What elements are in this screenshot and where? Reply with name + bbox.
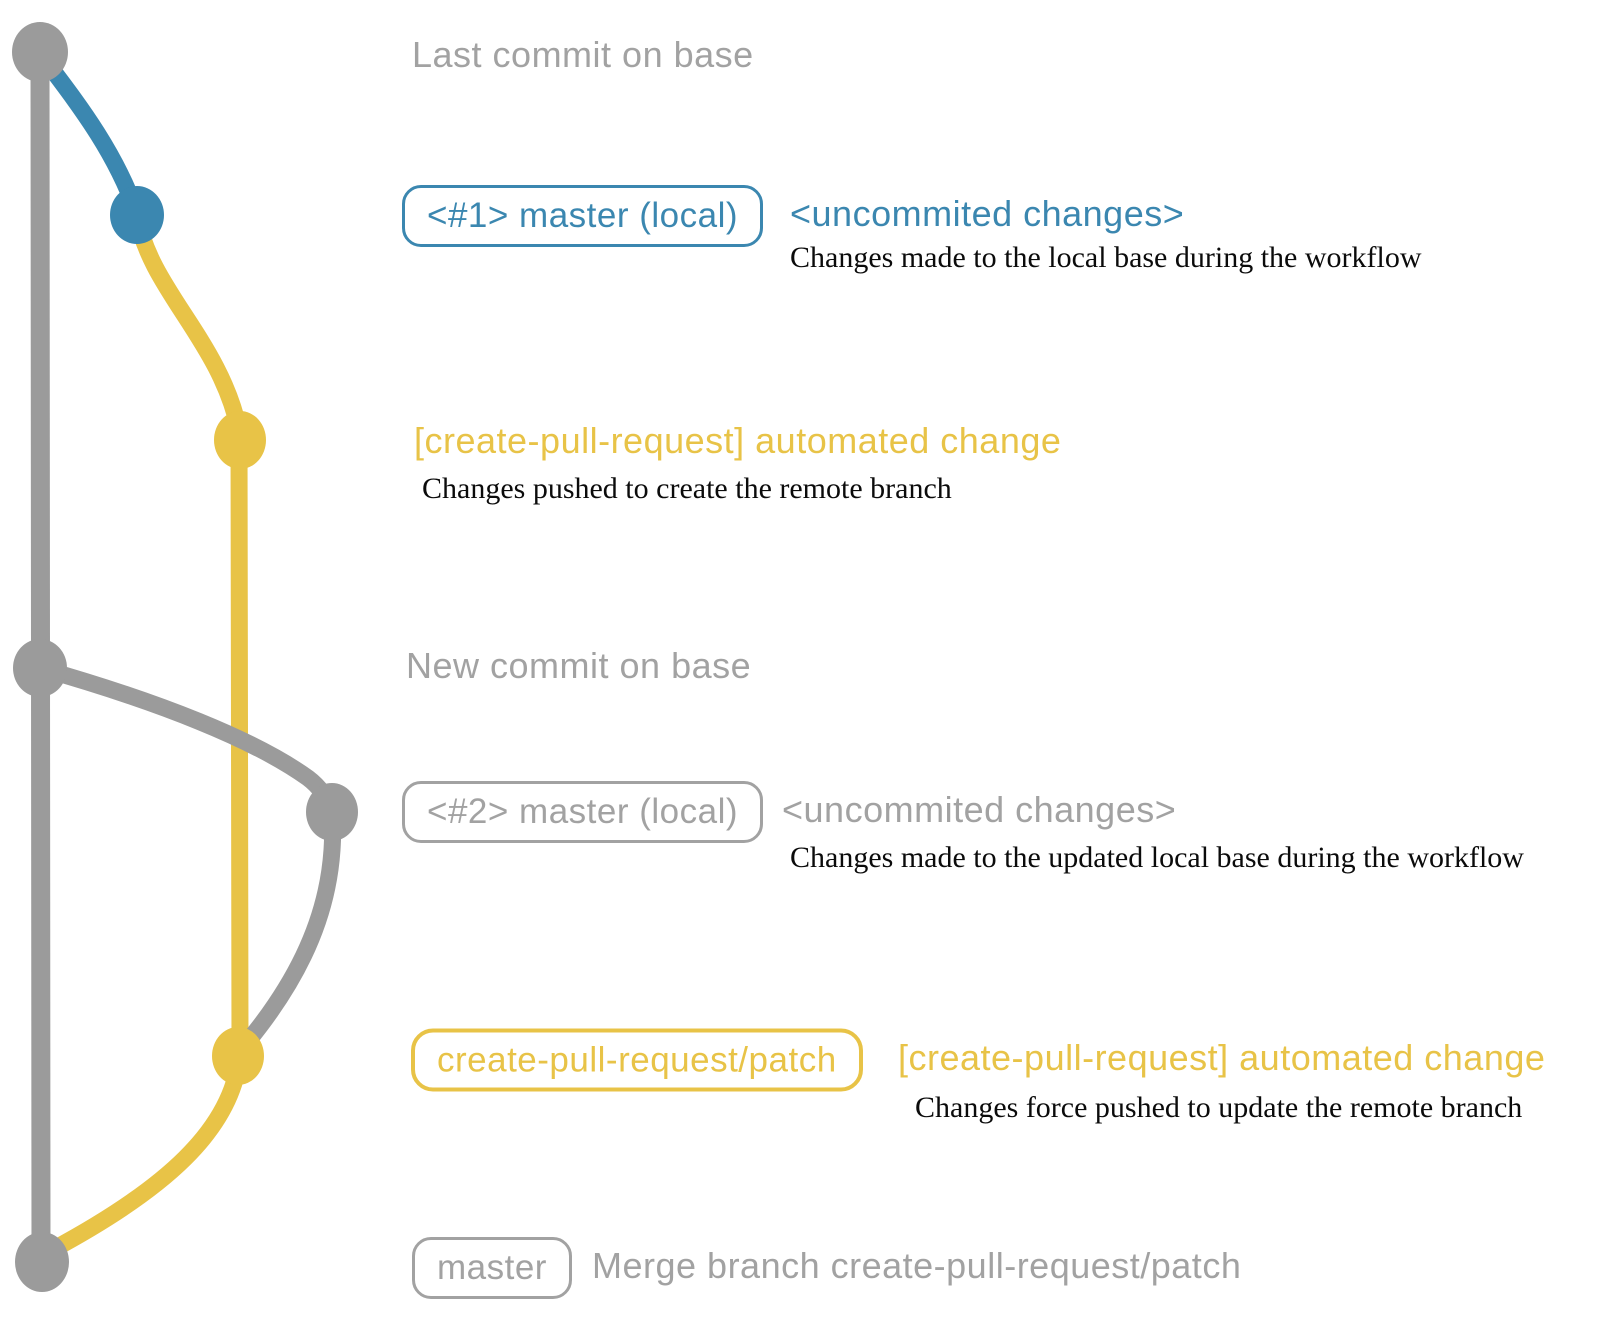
note-local-changes-2: Changes made to the updated local base d… [790,841,1524,874]
commit-dot-local-commit-1 [110,186,164,244]
commit-dot-merge-commit [15,1232,69,1292]
commit-dot-last-commit-on-base [12,22,68,82]
local-branch-1-curve [33,47,146,223]
commit-dot-local-commit-2 [306,783,358,841]
commit-dot-new-commit-on-base [13,639,67,697]
label-automated-change-1: [create-pull-request] automated change [414,420,1062,461]
badge-master-local-1: <#1> master (local) [402,185,764,247]
badge-create-pull-request-patch: create-pull-request/patch [411,1028,863,1092]
note-local-changes-1: Changes made to the local base during th… [790,241,1422,274]
title-new-commit-on-base: New commit on base [406,645,752,686]
label-uncommited-changes-1: <uncommited changes> [790,193,1185,234]
note-push-create-remote: Changes pushed to create the remote bran… [422,472,952,505]
commit-dot-remote-branch-commit-2 [212,1027,264,1085]
title-last-commit-on-base: Last commit on base [412,34,754,75]
local-branch-2-curve [31,659,342,1061]
commit-dot-remote-branch-commit-1 [214,411,266,469]
badge-master: master [412,1237,572,1299]
note-force-push-update-remote: Changes force pushed to update the remot… [915,1091,1523,1124]
label-merge-branch: Merge branch create-pull-request/patch [592,1245,1242,1286]
git-graph [12,22,358,1292]
label-uncommited-changes-2: <uncommited changes> [782,789,1177,830]
badge-master-local-2: <#2> master (local) [402,781,764,843]
label-automated-change-2: [create-pull-request] automated change [898,1037,1546,1078]
